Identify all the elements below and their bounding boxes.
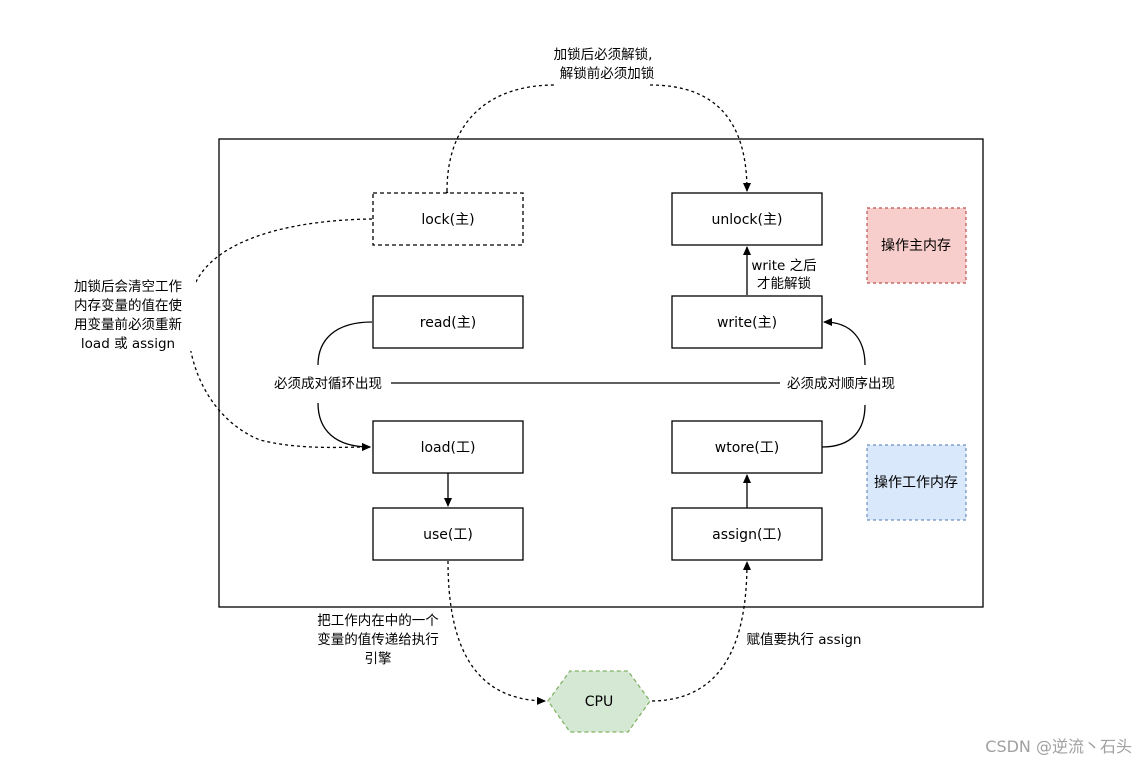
edge-lock-load [187, 218, 373, 452]
svg-text:write 之后: write 之后 [751, 258, 816, 274]
node-write: write(主) [671, 295, 823, 349]
node-lock: lock(主) [372, 192, 524, 246]
annotation-read-load-pair: 必须成对循环出现 [265, 373, 391, 393]
node-assign: assign(工) [671, 507, 823, 561]
svg-text:load 或 assign: load 或 assign [81, 336, 175, 352]
node-use-label: use(工) [423, 527, 473, 543]
node-wtore: wtore(工) [671, 420, 823, 474]
annotation-use-cpu: 把工作内在中的一个 变量的值传递给执行 引擎 [306, 612, 449, 668]
svg-text:赋值要执行 assign: 赋值要执行 assign [746, 632, 861, 648]
node-cpu-label: CPU [585, 694, 613, 710]
svg-text:变量的值传递给执行: 变量的值传递给执行 [317, 632, 439, 648]
node-cpu: CPU [547, 670, 651, 733]
svg-text:加锁后会清空工作: 加锁后会清空工作 [74, 279, 182, 295]
svg-text:把工作内在中的一个: 把工作内在中的一个 [317, 613, 439, 629]
node-lock-label: lock(主) [421, 212, 474, 228]
svg-text:引擎: 引擎 [365, 651, 392, 667]
svg-text:必须成对顺序出现: 必须成对顺序出现 [787, 376, 895, 392]
annotation-write-unlock: write 之后 才能解锁 [749, 256, 819, 292]
node-read-label: read(主) [420, 315, 476, 331]
node-wtore-label: wtore(工) [715, 440, 780, 456]
node-load: load(工) [372, 420, 524, 474]
svg-text:加锁后必须解锁,: 加锁后必须解锁, [554, 47, 653, 63]
svg-text:才能解锁: 才能解锁 [757, 276, 811, 292]
edge-use-cpu [447, 560, 546, 705]
node-unlock: unlock(主) [671, 192, 823, 246]
watermark: CSDN @逆流丶石头 [985, 737, 1132, 756]
svg-text:用变量前必须重新: 用变量前必须重新 [74, 316, 182, 333]
legend-work-memory: 操作工作内存 [866, 444, 967, 521]
node-load-label: load(工) [421, 440, 476, 456]
node-use: use(工) [372, 507, 524, 561]
svg-text:解锁前必须加锁: 解锁前必须加锁 [560, 65, 655, 82]
node-read: read(主) [372, 295, 524, 349]
node-write-label: write(主) [717, 315, 777, 331]
legend-main-memory: 操作主内存 [866, 207, 967, 284]
node-unlock-label: unlock(主) [712, 212, 783, 228]
memory-frame [218, 138, 984, 608]
legend-work-memory-label: 操作工作内存 [874, 475, 958, 491]
edge-lock-unlock [447, 84, 747, 191]
edge-wtore-write [822, 322, 866, 448]
annotation-lock-load: 加锁后会清空工作 内存变量的值在使 用变量前必须重新 load 或 assign [62, 277, 196, 352]
annotation-store-write-pair: 必须成对顺序出现 [780, 373, 902, 393]
svg-text:内存变量的值在使: 内存变量的值在使 [74, 297, 182, 314]
legend-main-memory-label: 操作主内存 [881, 238, 951, 254]
edge-read-load [317, 321, 372, 447]
node-assign-label: assign(工) [712, 527, 782, 543]
annotation-lock-unlock: 加锁后必须解锁, 解锁前必须加锁 [554, 47, 655, 82]
cpu-hexagon [547, 670, 651, 733]
edge-cpu-assign [651, 561, 751, 702]
svg-text:必须成对循环出现: 必须成对循环出现 [274, 376, 382, 392]
annotation-cpu-assign: 赋值要执行 assign [740, 629, 868, 649]
